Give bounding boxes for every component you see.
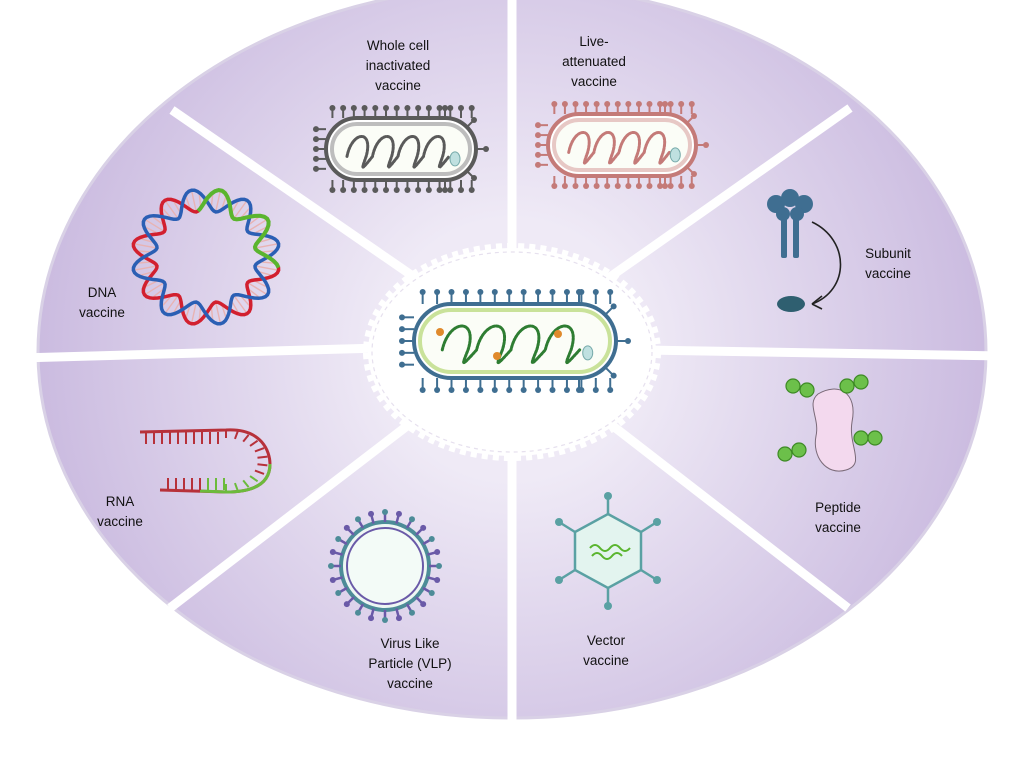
svg-text:DNA: DNA (88, 285, 117, 300)
svg-text:Live-: Live- (579, 34, 608, 49)
svg-text:vaccine: vaccine (815, 520, 861, 535)
svg-text:attenuated: attenuated (562, 54, 626, 69)
svg-text:RNA: RNA (106, 494, 135, 509)
svg-text:vaccine: vaccine (97, 514, 143, 529)
rna-strand-icon (139, 428, 272, 494)
svg-text:Peptide: Peptide (815, 500, 861, 515)
svg-text:Virus Like: Virus Like (380, 636, 439, 651)
label-peptide: Peptide vaccine (815, 500, 861, 535)
inactivated-bacterium-icon (313, 105, 489, 193)
svg-text:Vector: Vector (587, 633, 626, 648)
viral-vector-icon (555, 492, 661, 610)
label-vector: Vector vaccine (583, 633, 629, 668)
svg-text:vaccine: vaccine (375, 78, 421, 93)
virus-like-particle-icon (328, 509, 442, 623)
svg-text:vaccine: vaccine (865, 266, 911, 281)
attenuated-bacterium-icon (535, 101, 709, 189)
svg-text:Particle (VLP): Particle (VLP) (368, 656, 451, 671)
svg-text:Subunit: Subunit (865, 246, 911, 261)
dna-plasmid-icon (131, 188, 281, 326)
label-live-attenuated: Live- attenuated vaccine (562, 34, 626, 89)
segment-dividers (19, 0, 1005, 740)
divider-left (19, 343, 381, 363)
svg-text:inactivated: inactivated (366, 58, 431, 73)
label-rna: RNA vaccine (97, 494, 143, 529)
svg-text:Whole cell: Whole cell (367, 38, 429, 53)
divider-top-right (597, 104, 853, 288)
divider-top-left (169, 106, 433, 292)
bacterium-pathogen-icon (399, 289, 631, 393)
svg-text:vaccine: vaccine (79, 305, 125, 320)
divider-bottom-left (167, 412, 423, 612)
peptide-icon (777, 374, 883, 472)
label-vlp: Virus Like Particle (VLP) vaccine (368, 636, 451, 691)
antigen-subunit-icon (767, 189, 842, 312)
svg-text:vaccine: vaccine (583, 653, 629, 668)
divider-bottom-right (597, 412, 851, 612)
svg-text:vaccine: vaccine (387, 676, 433, 691)
label-dna: DNA vaccine (79, 285, 125, 320)
divider-right (643, 345, 1005, 361)
svg-text:vaccine: vaccine (571, 74, 617, 89)
label-whole-cell: Whole cell inactivated vaccine (366, 38, 431, 93)
label-subunit: Subunit vaccine (865, 246, 911, 281)
